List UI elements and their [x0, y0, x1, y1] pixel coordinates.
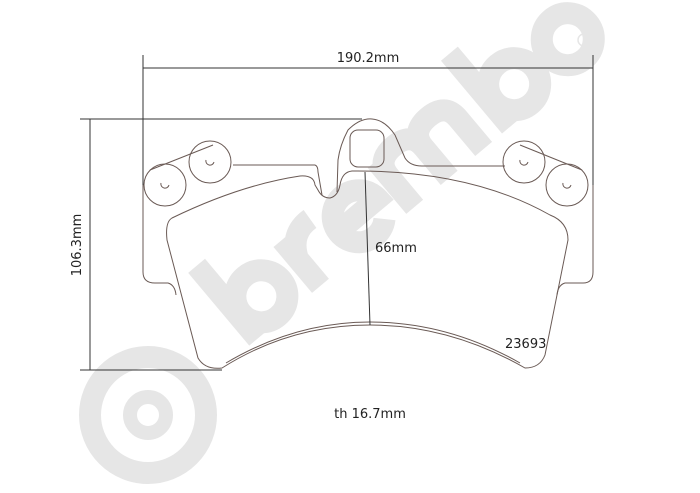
friction-material-outline: [166, 170, 569, 369]
mounting-ears: [143, 140, 589, 207]
width-dimension: [142, 55, 594, 190]
height-label: 106.3mm: [70, 214, 85, 277]
friction-height-line: [364, 171, 371, 326]
width-label: 190.2mm: [337, 51, 400, 66]
friction-height-label: 66mm: [375, 241, 417, 256]
brembo-watermark-logo: [79, 2, 605, 484]
height-dimension: [80, 118, 362, 371]
backing-plate-outline: [142, 118, 594, 296]
center-tab-hole: [349, 129, 385, 168]
thickness-label: th 16.7mm: [334, 407, 406, 422]
part-number: 23693: [505, 337, 546, 352]
